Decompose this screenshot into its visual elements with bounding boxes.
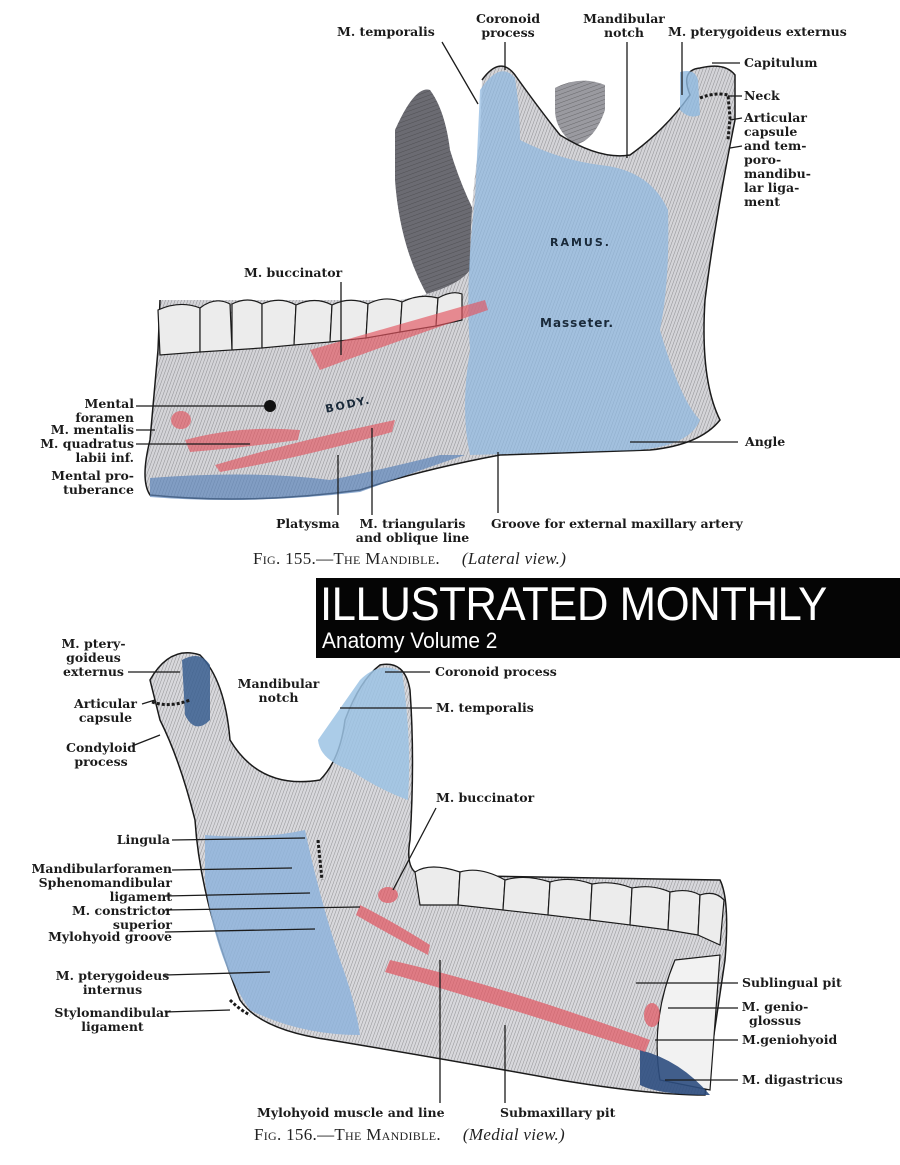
label-coronoid-process: Coronoid process <box>475 11 541 40</box>
label-angle: Angle <box>745 434 786 449</box>
label-m-geniohyoid: M.geniohyoid <box>742 1032 838 1047</box>
label-m-temporalis-2: M. temporalis <box>436 700 534 715</box>
fig155-red-muscles <box>171 300 488 472</box>
label-groove: Groove for external maxillary artery <box>491 516 743 531</box>
platysma-blue-region <box>150 455 465 501</box>
pterygoid-externus-blue <box>680 71 700 117</box>
label-m-constrictor: M. constrictor superior <box>71 903 172 932</box>
label-capitulum: Capitulum <box>744 55 818 70</box>
label-m-quadratus: M. quadratus labii inf. <box>40 436 134 465</box>
label-m-triangularis: M. triangularis and oblique line <box>355 516 470 545</box>
caption-view-155: (Lateral view.) <box>461 549 567 568</box>
label-mandibular-foramen: Mandibularforamen <box>31 861 172 876</box>
label-mylohyoid-muscle: Mylohyoid muscle and line <box>257 1105 445 1120</box>
label-lingula: Lingula <box>116 832 170 847</box>
label-sublingual-pit: Sublingual pit <box>742 975 842 990</box>
label-sphenomandibular: Sphenomandibular ligament <box>38 875 172 904</box>
label-m-buccinator-2: M. buccinator <box>436 790 535 805</box>
mental-foramen-hole <box>264 400 276 412</box>
label-m-buccinator: M. buccinator <box>244 265 343 280</box>
figure-156-caption: Fig. 156.—The Mandible. (Medial view.) <box>254 1125 565 1145</box>
fig155-leader-lines <box>136 41 743 515</box>
label-platysma: Platysma <box>276 516 340 531</box>
label-m-pterygoideus-externus: M. pterygoideus externus <box>668 24 847 39</box>
fig156-red-muscles <box>356 887 660 1052</box>
label-m-genioglossus: M. genio- glossus <box>741 999 809 1028</box>
label-condyloid-process: Condyloid process <box>66 740 136 769</box>
fig156-capsule-dashes <box>151 698 324 1017</box>
banner-subtitle: Anatomy Volume 2 <box>322 628 498 653</box>
caption-fig-155: Fig. 155.—The Mandible. <box>253 549 440 568</box>
fig156-leader-lines <box>128 671 738 1103</box>
fig156-teeth <box>414 866 725 946</box>
label-mandibular-notch-2: Mandibular notch <box>237 676 320 705</box>
label-coronoid-process-2: Coronoid process <box>435 664 557 679</box>
label-m-temporalis: M. temporalis <box>337 24 435 39</box>
label-m-pterygoideus-internus: M. pterygoideus internus <box>55 968 170 997</box>
label-submaxillary-pit: Submaxillary pit <box>500 1105 616 1120</box>
label-m-pterygoideus-externus-2: M. ptery- goideus externus <box>61 636 126 679</box>
label-m-mentalis: M. mentalis <box>50 422 134 437</box>
masseter-inner-label: Masseter. <box>540 316 615 330</box>
label-mylohyoid-groove: Mylohyoid groove <box>48 929 172 944</box>
masseter-blue-region <box>465 71 700 455</box>
caption-fig-156: Fig. 156.—The Mandible. <box>254 1125 441 1144</box>
label-mandibular-notch: Mandibular notch <box>583 11 665 40</box>
label-mental-protuberance: Mental pro- tuberance <box>51 468 134 497</box>
fig155-teeth <box>157 292 463 356</box>
label-m-digastricus: M. digastricus <box>742 1072 843 1087</box>
label-mental-foramen: Mental foramen <box>75 396 134 425</box>
label-neck: Neck <box>744 88 780 103</box>
fig156-blue-regions <box>182 656 710 1095</box>
label-articular-capsule-2: Articular capsule <box>74 696 137 725</box>
title-banner: ILLUSTRATED MONTHLY Anatomy Volume 2 <box>316 577 900 658</box>
label-stylomandibular: Stylomandibular ligament <box>54 1005 171 1034</box>
ramus-inner-label: RAMUS. <box>550 236 611 249</box>
caption-view-156: (Medial view.) <box>462 1125 565 1144</box>
figure-155-caption: Fig. 155.—The Mandible. (Lateral view.) <box>253 549 566 569</box>
banner-title: ILLUSTRATED MONTHLY <box>320 577 827 630</box>
label-articular-capsule: Articular capsule and tem- poro- mandibu… <box>744 110 811 209</box>
